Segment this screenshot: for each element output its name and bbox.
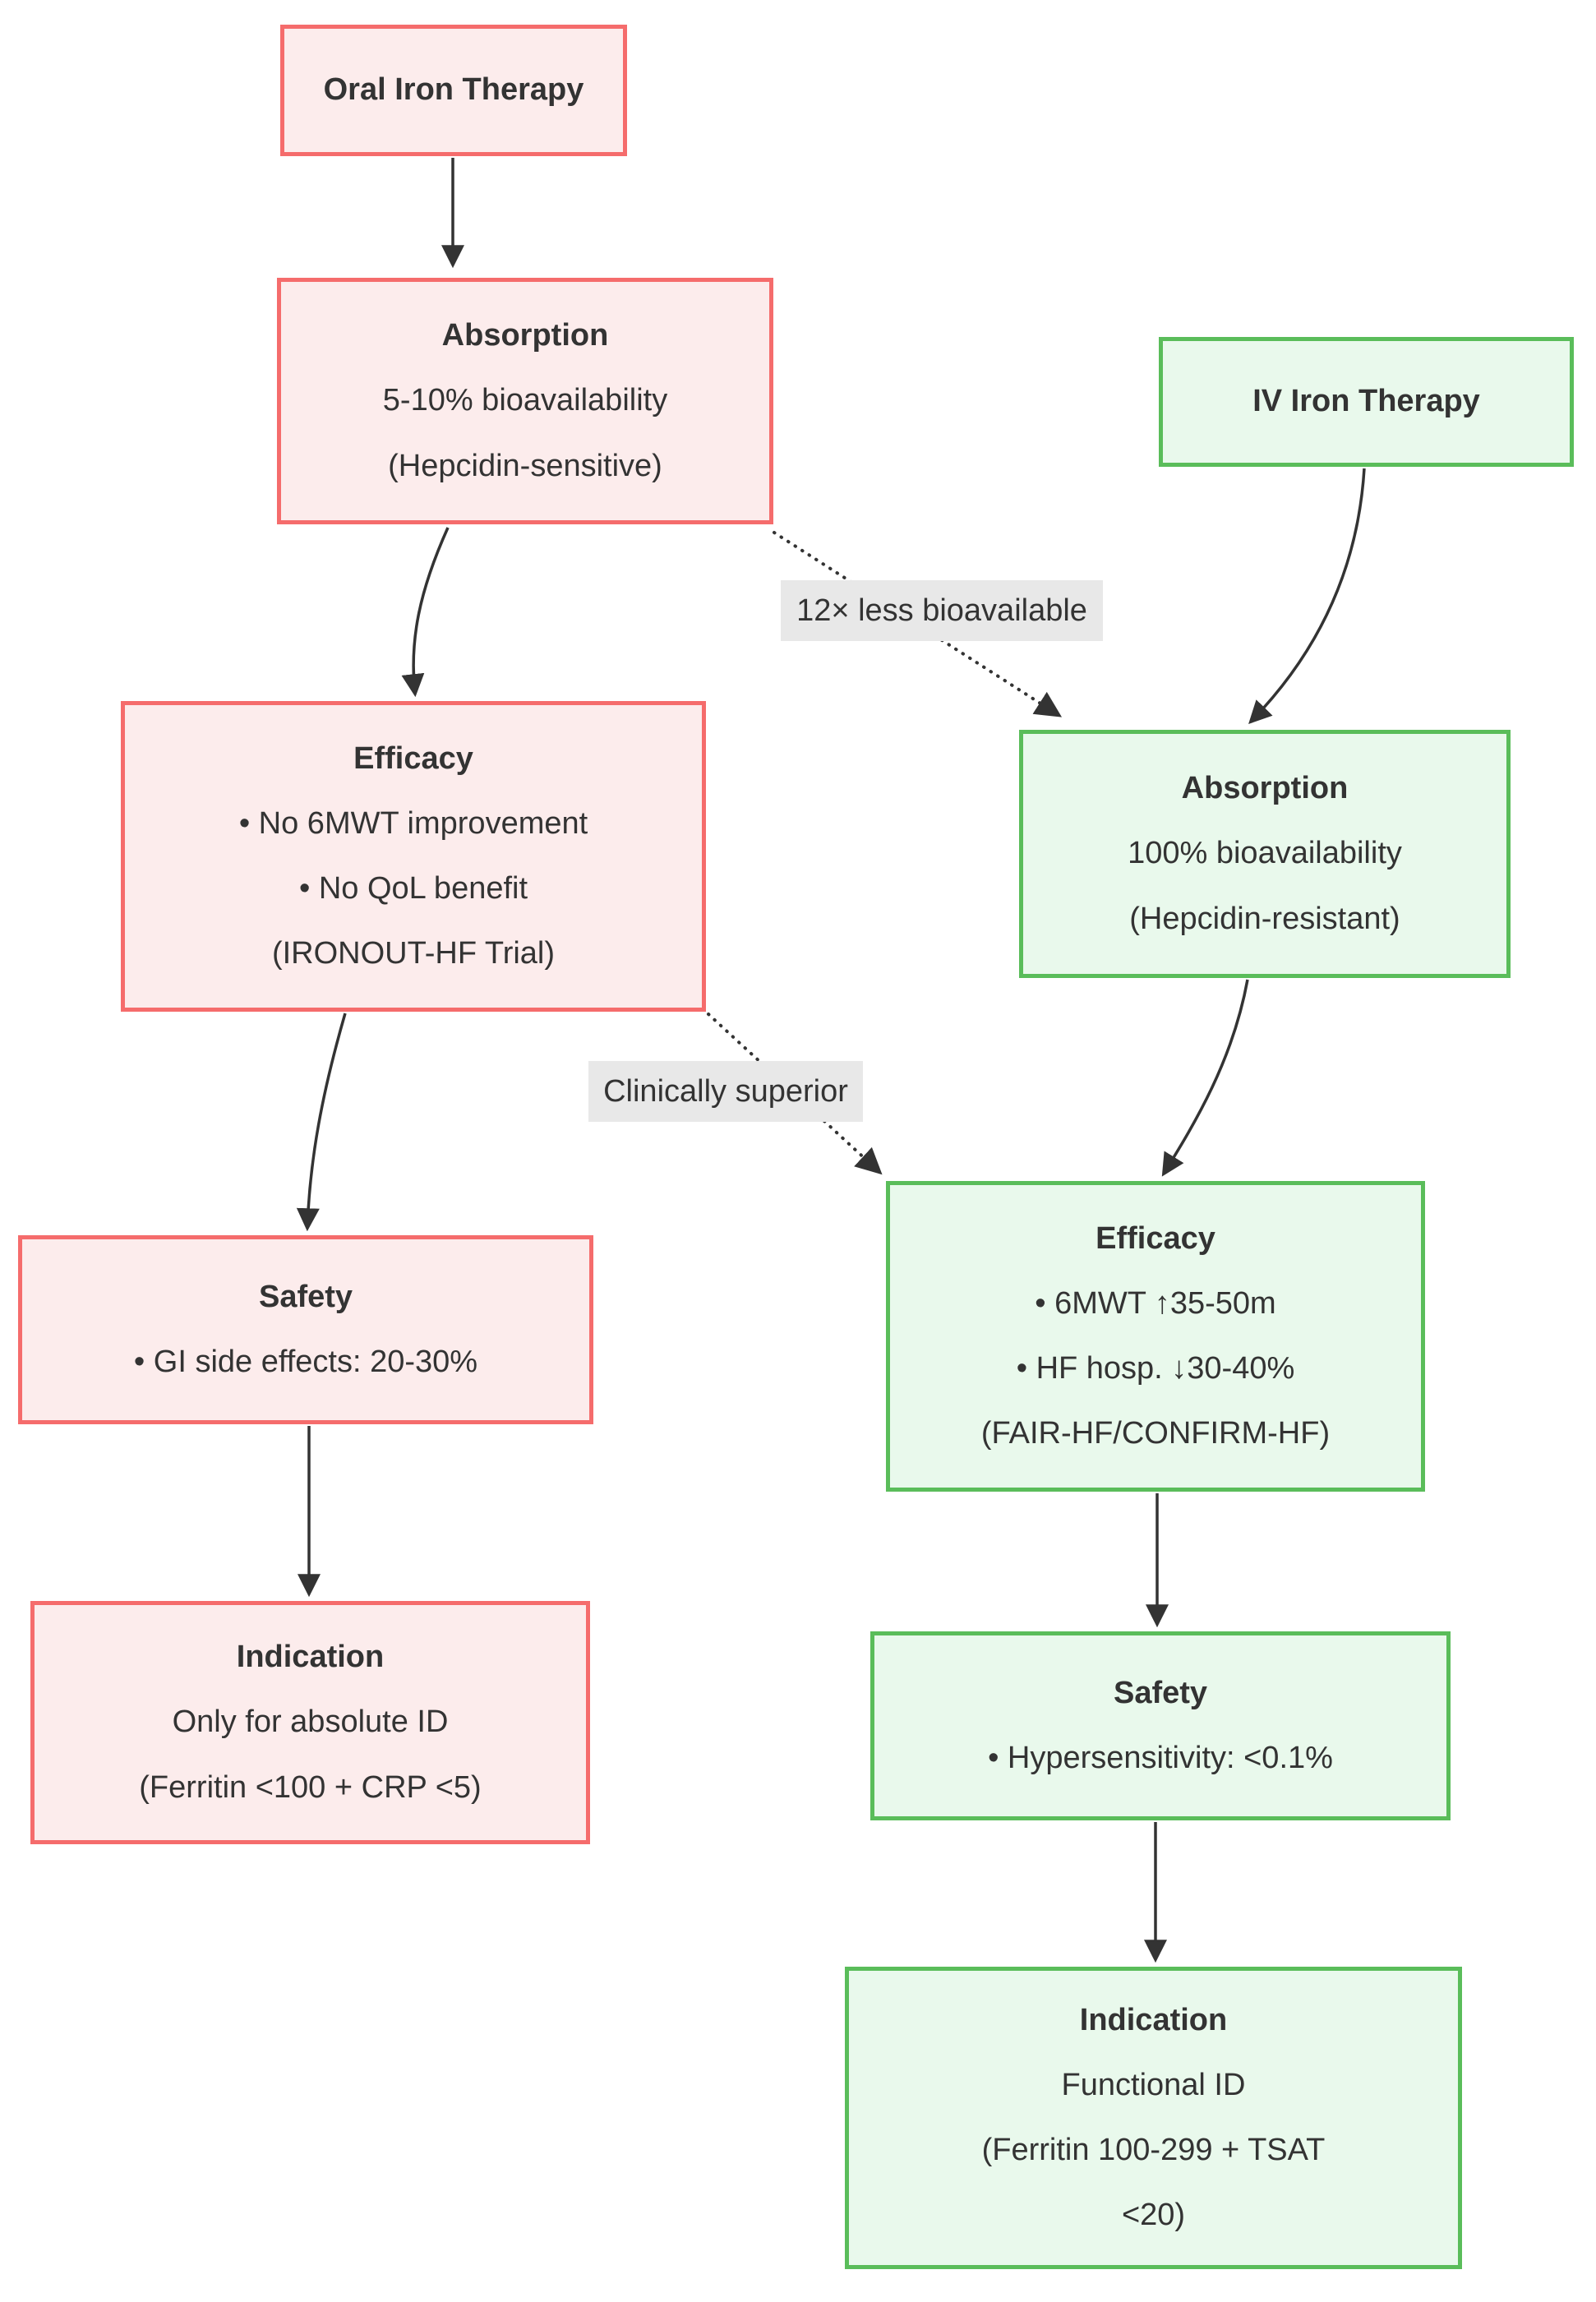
node-title: Indication xyxy=(236,1640,385,1675)
edge-oral-absorption-to-iv-absorption-dotted xyxy=(773,531,1063,717)
node-title: Absorption xyxy=(441,318,609,353)
node-detail: • No QoL benefit xyxy=(298,871,528,906)
node-title: Efficacy xyxy=(353,740,473,776)
node-iv-safety: Safety • Hypersensitivity: <0.1% xyxy=(870,1631,1451,1820)
node-title: Indication xyxy=(1079,2002,1228,2037)
edge-iv-therapy-to-iv-absorption xyxy=(1248,468,1366,725)
node-title: Absorption xyxy=(1181,771,1349,806)
node-detail: (Hepcidin-sensitive) xyxy=(388,448,662,483)
edge-label-text: 12× less bioavailable xyxy=(796,593,1087,628)
node-detail: (FAIR-HF/CONFIRM-HF) xyxy=(980,1416,1331,1451)
node-detail: • HF hosp. ↓30-40% xyxy=(1016,1351,1295,1386)
node-detail: (IRONOUT-HF Trial) xyxy=(271,936,556,971)
edge-label-text: Clinically superior xyxy=(603,1073,848,1109)
node-detail: (Ferritin 100-299 + TSAT xyxy=(981,2133,1326,2167)
node-detail: 5-10% bioavailability xyxy=(382,383,668,418)
edge-label-superiority: Clinically superior xyxy=(588,1061,863,1122)
node-oral-absorption: Absorption 5-10% bioavailability (Hepcid… xyxy=(277,278,773,524)
node-detail: • 6MWT ↑35-50m xyxy=(1035,1285,1276,1321)
node-title: IV Iron Therapy xyxy=(1252,384,1480,419)
edge-iv-absorption-to-iv-efficacy xyxy=(1161,979,1249,1177)
node-iv-iron-therapy: IV Iron Therapy xyxy=(1159,337,1574,467)
node-oral-indication: Indication Only for absolute ID (Ferriti… xyxy=(30,1601,590,1844)
node-title: Safety xyxy=(258,1279,353,1314)
node-iv-efficacy: Efficacy • 6MWT ↑35-50m • HF hosp. ↓30-4… xyxy=(886,1181,1425,1492)
node-detail: 100% bioavailability xyxy=(1128,836,1402,871)
node-detail: (Ferritin <100 + CRP <5) xyxy=(139,1769,482,1805)
node-detail: Only for absolute ID xyxy=(172,1705,449,1740)
node-detail: • GI side effects: 20-30% xyxy=(133,1345,478,1379)
edge-oral-absorption-to-oral-efficacy xyxy=(401,527,450,698)
node-oral-safety: Safety • GI side effects: 20-30% xyxy=(18,1235,593,1424)
node-iv-absorption: Absorption 100% bioavailability (Hepcidi… xyxy=(1019,730,1511,978)
node-title: Oral Iron Therapy xyxy=(323,72,584,108)
node-detail: (Hepcidin-resistant) xyxy=(1129,901,1400,936)
edge-oral-efficacy-to-oral-safety xyxy=(296,1013,347,1232)
node-title: Efficacy xyxy=(1096,1220,1215,1256)
node-detail: Functional ID xyxy=(1061,2067,1246,2102)
node-detail: • No 6MWT improvement xyxy=(238,805,588,841)
node-oral-efficacy: Efficacy • No 6MWT improvement • No QoL … xyxy=(121,701,706,1012)
node-detail: <20) xyxy=(1121,2198,1186,2233)
node-iv-indication: Indication Functional ID (Ferritin 100-2… xyxy=(845,1967,1462,2269)
edge-label-bioavailability: 12× less bioavailable xyxy=(781,580,1103,641)
node-detail: • Hypersensitivity: <0.1% xyxy=(988,1741,1333,1775)
node-title: Safety xyxy=(1113,1675,1208,1710)
node-oral-iron-therapy: Oral Iron Therapy xyxy=(280,25,627,156)
